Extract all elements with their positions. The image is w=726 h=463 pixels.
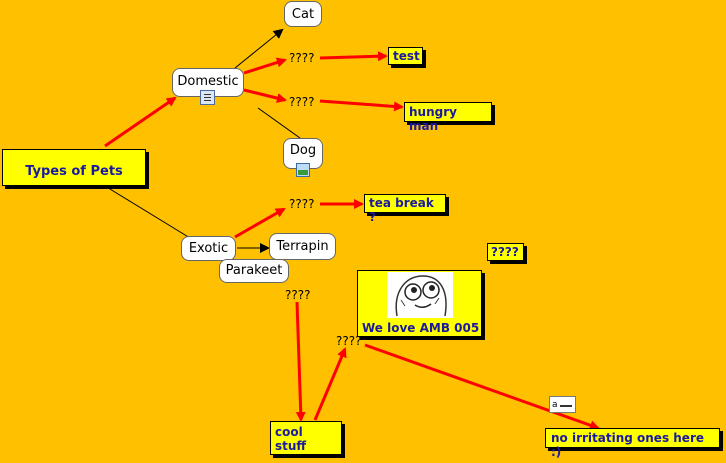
arrow-types-domestic [104,96,177,148]
node-domestic[interactable]: Domestic [172,68,244,97]
connector-types-exotic [104,185,191,239]
arrow-exotic-link3 [234,207,286,239]
node-label: tea break ? [369,196,434,224]
node-tea-break[interactable]: tea break ? [364,194,446,224]
link-phrase-1[interactable]: ???? [289,51,315,65]
node-label: Exotic [188,241,229,256]
node-floating[interactable]: ???? [487,243,524,261]
arrow-link4-coolstuff [295,301,306,422]
node-cool-stuff[interactable]: cool stuff [270,421,342,455]
node-label: Dog [289,143,317,158]
link-phrase-3[interactable]: ???? [289,197,315,211]
node-exotic[interactable]: Exotic [181,236,236,261]
node-label: Domestic [177,74,239,89]
node-label: cool stuff [275,425,307,453]
arrow-link2-hungry [319,99,404,112]
node-we-love[interactable]: We love AMB 005 [357,270,482,337]
connector-domestic-dog [257,107,301,139]
node-no-irritating[interactable]: no irritating ones here :) [545,428,720,459]
arrow-coolstuff-link5 [313,347,347,421]
node-types-of-pets[interactable]: Types of Pets [2,149,146,186]
node-label: Parakeet [225,263,283,278]
link-phrase-4[interactable]: ???? [285,288,311,302]
node-label: Types of Pets [25,164,123,179]
link-phrase-2[interactable]: ???? [289,95,315,109]
node-label: hungry man [409,105,457,133]
node-test[interactable]: test [388,47,423,65]
node-parakeet[interactable]: Parakeet [219,259,289,283]
link-phrase-5[interactable]: ???? [336,334,362,348]
arrow-domestic-link2 [243,88,287,103]
node-hungry-man[interactable]: hungry man [404,102,492,133]
node-label: Terrapin [276,239,329,254]
node-label: test [393,49,420,63]
node-cat[interactable]: Cat [284,1,322,27]
node-terrapin[interactable]: Terrapin [269,233,336,260]
arrow-link5-noirritating [364,343,600,431]
node-label: We love AMB 005 [362,321,480,335]
connector-domestic-cat [234,28,284,69]
node-label: ???? [491,245,519,259]
text-annotation-icon[interactable]: a [549,396,576,413]
node-label: Cat [291,7,315,22]
node-label: no irritating ones here :) [551,431,705,459]
document-icon[interactable] [200,90,215,105]
arrow-link1-test [319,51,388,62]
meme-face-image [387,272,453,318]
image-icon[interactable] [296,163,310,177]
arrow-domestic-link1 [243,57,287,75]
